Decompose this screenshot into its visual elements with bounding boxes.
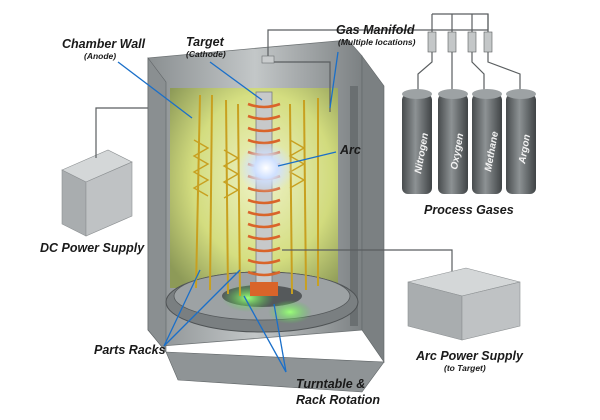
label-gas-manifold: Gas Manifold: [336, 23, 415, 37]
parts-racks: [192, 94, 319, 297]
label-chamber-wall-sub: (Anode): [84, 51, 116, 61]
label-target-sub: (Cathode): [186, 49, 226, 59]
target-cathode: [238, 91, 294, 296]
gas-cylinders: Nitrogen Oxygen Methane Argon: [402, 89, 536, 194]
gas-cylinder: Nitrogen: [402, 89, 432, 194]
arc-power-cable: [282, 249, 453, 278]
label-arc-power-supply-sub: (to Target): [444, 363, 486, 373]
arc-power-supply-box: [407, 267, 521, 341]
gas-cylinder: Argon: [506, 89, 536, 194]
label-arc-power-supply: Arc Power Supply: [415, 349, 524, 363]
label-chamber-wall: Chamber Wall: [62, 37, 146, 51]
label-process-gases: Process Gases: [424, 203, 514, 217]
label-parts-racks: Parts Racks: [94, 343, 166, 357]
label-turntable-line1: Turntable &: [296, 377, 365, 391]
arc-plasma: [238, 142, 294, 194]
gas-regulators: [427, 31, 493, 53]
label-turntable-line2: Rack Rotation: [296, 393, 380, 407]
dc-power-supply-box: [61, 149, 133, 237]
label-dc-power-supply: DC Power Supply: [40, 241, 145, 255]
label-gas-manifold-sub: (Multiple locations): [338, 37, 416, 47]
gas-label: Argon: [517, 134, 533, 166]
label-arc: Arc: [339, 143, 361, 157]
gas-cylinder: Oxygen: [438, 89, 468, 194]
gas-manifold-pipes: [267, 13, 489, 112]
gas-cylinder: Methane: [472, 89, 502, 194]
leader-lines: [117, 51, 339, 373]
label-target: Target: [186, 35, 225, 49]
